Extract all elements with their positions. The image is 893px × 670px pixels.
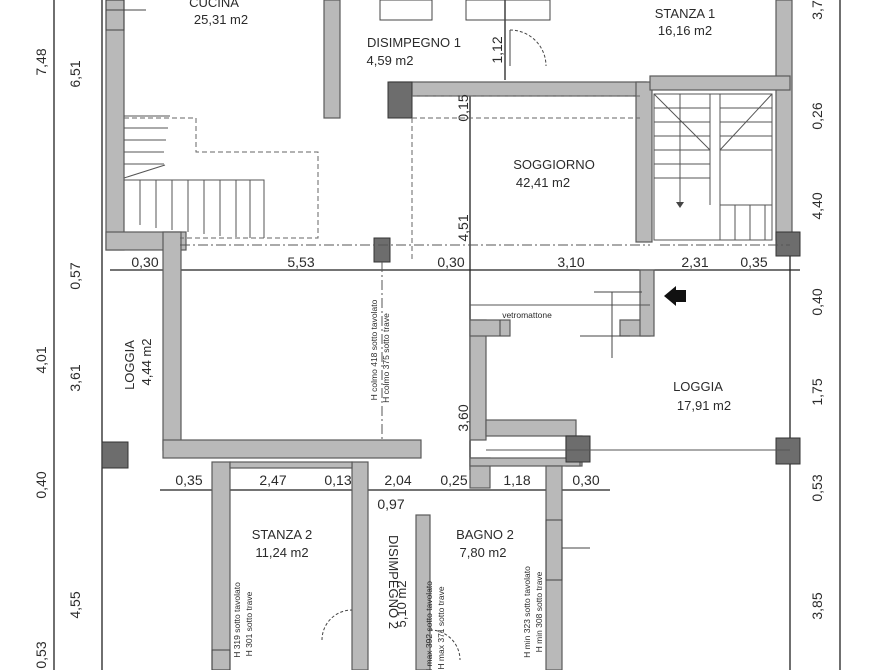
h-max-371-note: H max 371 sotto trave <box>436 586 446 669</box>
dim-center-2: 0,15 <box>455 94 471 121</box>
h-319-note: H 319 sotto tavolato <box>232 582 242 658</box>
disimpegno2-name: DISIMPEGNO 2 <box>386 535 401 629</box>
dim-right-1: 3,7 <box>809 0 825 20</box>
stanza1-name: STANZA 1 <box>655 6 715 21</box>
dim-row-upper-3: 0,30 <box>437 254 464 270</box>
dim-left-outer-2: 4,01 <box>33 346 49 373</box>
pillars <box>101 81 801 469</box>
dim-row-upper-2: 5,53 <box>287 254 314 270</box>
dim-left-outer-4: 4,55 <box>67 591 83 618</box>
dim-row-upper-1: 0,30 <box>131 254 158 270</box>
dim-row-lower-8: 0,97 <box>377 496 404 512</box>
dim-left-outer-1: 7,48 <box>33 48 49 75</box>
room-labels: CUCINA 25,31 m2 STANZA 1 16,16 m2 DISIMP… <box>122 0 731 629</box>
doors <box>105 0 686 670</box>
walls <box>105 0 793 670</box>
dim-row-lower-2: 2,47 <box>259 472 286 488</box>
bagno2-area: 7,80 m2 <box>460 545 507 560</box>
height-notes: vetromattone H colmo 418 sotto tavolato … <box>232 299 552 670</box>
dim-center-3: 4,51 <box>455 214 471 241</box>
bagno2-name: BAGNO 2 <box>456 527 514 542</box>
dim-right-7: 3,85 <box>809 592 825 619</box>
dim-row-lower-1: 0,35 <box>175 472 202 488</box>
disimpegno1-name: DISIMPEGNO 1 <box>367 35 461 50</box>
dim-row-upper-5: 2,31 <box>681 254 708 270</box>
disimpegno2-area: 5,10 m2 <box>394 581 409 628</box>
dim-right-3: 4,40 <box>809 192 825 219</box>
dim-center-4: 3,60 <box>455 404 471 431</box>
h-301-note: H 301 sotto trave <box>244 591 254 656</box>
disimpegno1-area: 4,59 m2 <box>367 53 414 68</box>
entrance-arrow-icon <box>664 286 676 306</box>
vetromattone-label: vetromattone <box>502 310 552 320</box>
h-max-392-note: H max 392 sotto tavolato <box>424 581 434 670</box>
dim-row-lower-6: 1,18 <box>503 472 530 488</box>
dim-row-lower-4: 2,04 <box>384 472 411 488</box>
loggia-left-area: 4,44 m2 <box>139 339 154 386</box>
h-min-323-note: H min 323 sotto tavolato <box>522 566 532 658</box>
stanza2-name: STANZA 2 <box>252 527 312 542</box>
stanza1-area: 16,16 m2 <box>658 23 712 38</box>
soggiorno-area: 42,41 m2 <box>516 175 570 190</box>
dim-row-lower-3: 0,13 <box>324 472 351 488</box>
cucina-name: CUCINA <box>189 0 239 10</box>
dimension-values: 7,48 4,01 0,40 4,55 0,53 6,51 0,57 3,61 … <box>33 0 825 669</box>
dim-left-inner-3: 3,61 <box>67 364 83 391</box>
stairs-left <box>123 115 265 238</box>
soggiorno-name: SOGGIORNO <box>513 157 595 172</box>
stairs-right <box>653 93 773 241</box>
hidden-lines <box>124 95 790 451</box>
dim-row-lower-5: 0,25 <box>440 472 467 488</box>
dim-row-upper-4: 3,10 <box>557 254 584 270</box>
loggia-right-name: LOGGIA <box>673 379 723 394</box>
dim-row-lower-7: 0,30 <box>572 472 599 488</box>
h-colmo-418-note: H colmo 418 sotto tavolato <box>369 299 379 400</box>
dim-left-inner-1: 6,51 <box>67 60 83 87</box>
dim-right-6: 0,53 <box>809 474 825 501</box>
loggia-left-name: LOGGIA <box>122 340 137 390</box>
dim-right-5: 1,75 <box>809 378 825 405</box>
h-colmo-375-note: H colmo 375 sotto trave <box>381 313 391 403</box>
cucina-area: 25,31 m2 <box>194 12 248 27</box>
dim-left-inner-2: 0,57 <box>67 262 83 289</box>
dim-left-outer-5: 0,53 <box>33 641 49 668</box>
stanza2-area: 11,24 m2 <box>255 545 308 560</box>
dim-row-upper-6: 0,35 <box>740 254 767 270</box>
dim-right-4: 0,40 <box>809 288 825 315</box>
loggia-right-area: 17,91 m2 <box>677 398 731 413</box>
h-min-308-note: H min 308 sotto trave <box>534 571 544 652</box>
dim-left-outer-3: 0,40 <box>33 471 49 498</box>
dim-right-2: 0,26 <box>809 102 825 129</box>
dim-center-1: 1,12 <box>489 36 505 63</box>
